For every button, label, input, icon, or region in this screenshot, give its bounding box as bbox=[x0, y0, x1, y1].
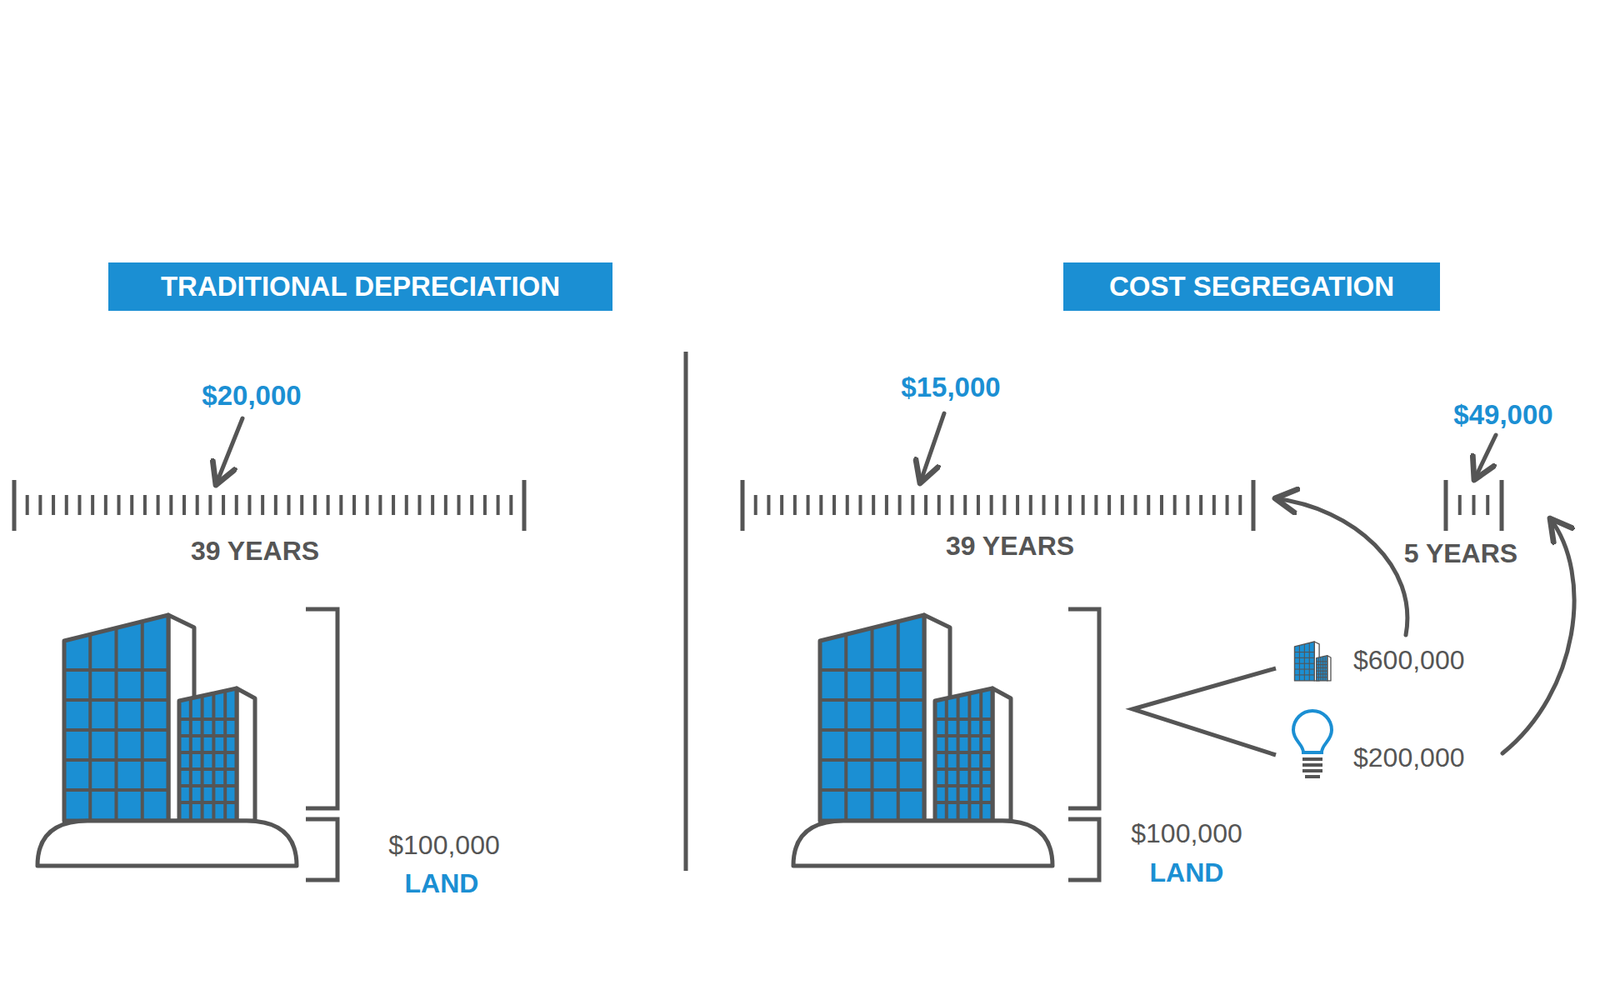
land-value: $100,000 bbox=[1130, 818, 1242, 850]
building-illustration bbox=[793, 615, 1053, 866]
depreciation-amount: $15,000 bbox=[900, 371, 1000, 404]
land-value: $100,000 bbox=[388, 830, 500, 861]
divider-line bbox=[684, 351, 689, 871]
period-label: 39 YEARS bbox=[945, 530, 1075, 562]
building-illustration bbox=[37, 615, 297, 866]
heading-text: TRADITIONAL DEPRECIATION bbox=[160, 270, 560, 303]
building-value: $600,000 bbox=[1353, 645, 1465, 676]
timeline-rulers bbox=[12, 480, 1505, 531]
period-label: 39 YEARS bbox=[190, 535, 320, 567]
land-label: LAND bbox=[405, 868, 480, 900]
heading-box: TRADITIONAL DEPRECIATION bbox=[108, 262, 613, 311]
depreciation-amount: $20,000 bbox=[201, 380, 301, 412]
heading-text: COST SEGREGATION bbox=[1109, 270, 1395, 303]
arrows bbox=[215, 413, 1575, 754]
period-label: 5 YEARS bbox=[1404, 538, 1518, 570]
equipment-value: $200,000 bbox=[1353, 742, 1465, 774]
land-label: LAND bbox=[1150, 857, 1225, 889]
lightbulb-icon bbox=[1293, 710, 1332, 779]
brackets bbox=[305, 609, 1276, 880]
building-icon bbox=[1294, 641, 1331, 681]
heading-box: COST SEGREGATION bbox=[1063, 262, 1440, 311]
depreciation-amount: $49,000 bbox=[1453, 399, 1553, 431]
